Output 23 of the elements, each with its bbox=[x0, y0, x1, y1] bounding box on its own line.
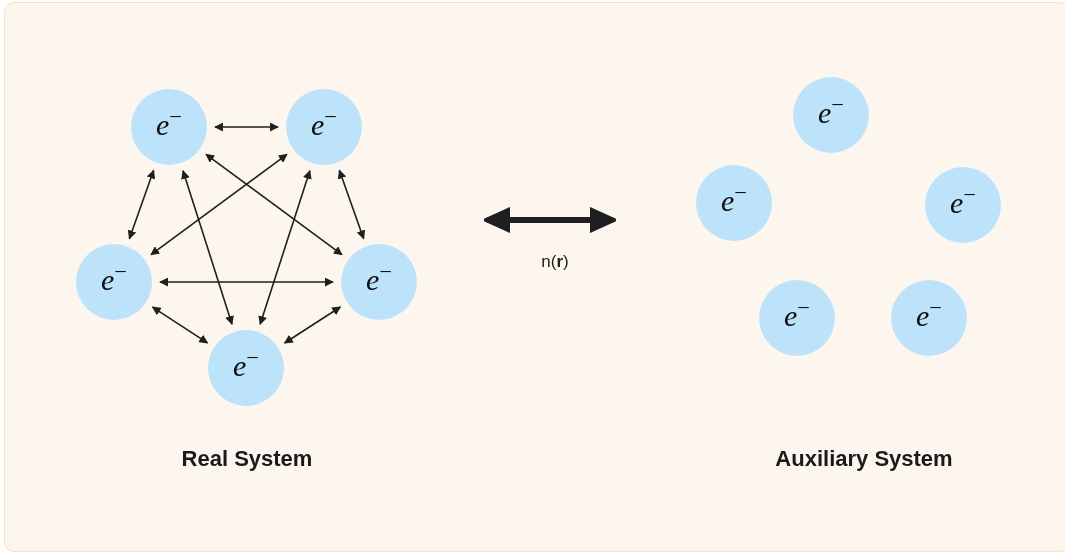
electron-symbol: e$^{−}$ bbox=[311, 110, 337, 140]
density-label: n(r) bbox=[541, 251, 569, 274]
arrow bbox=[258, 169, 312, 326]
arrow bbox=[283, 306, 342, 344]
electron-symbol: e$^{−}$ bbox=[916, 301, 942, 331]
electron-symbol: e$^{−}$ bbox=[101, 265, 127, 295]
electron-symbol: e$^{−}$ bbox=[950, 188, 976, 218]
electron-symbol: e$^{−}$ bbox=[366, 265, 392, 295]
electron-symbol: e$^{−}$ bbox=[233, 351, 259, 381]
arrow bbox=[337, 169, 366, 240]
system-title: Real System bbox=[181, 444, 313, 473]
electron-symbol: e$^{−}$ bbox=[818, 98, 844, 128]
arrow bbox=[205, 153, 343, 256]
arrow bbox=[151, 306, 209, 344]
arrow bbox=[159, 277, 334, 287]
arrow bbox=[127, 169, 156, 240]
arrow bbox=[150, 153, 288, 256]
electron-symbol: e$^{−}$ bbox=[784, 301, 810, 331]
arrow bbox=[181, 169, 234, 326]
electron-symbol: e$^{−}$ bbox=[156, 110, 182, 140]
electron-symbol: e$^{−}$ bbox=[721, 186, 747, 216]
arrow bbox=[214, 122, 279, 132]
system-title: Auxiliary System bbox=[775, 444, 953, 473]
